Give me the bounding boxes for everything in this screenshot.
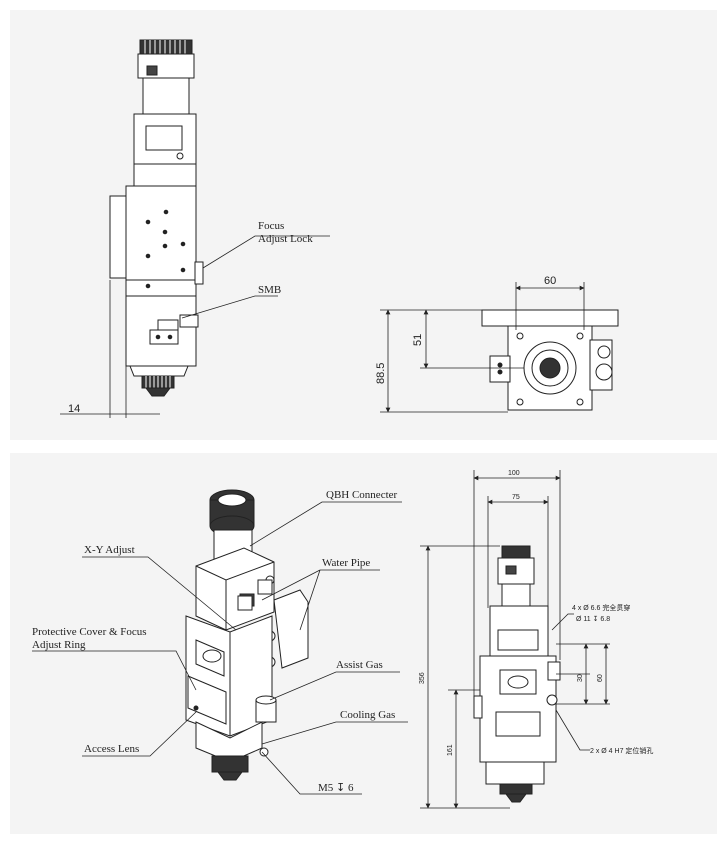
note-pins: 2 x Ø 4 H7 定位销孔: [590, 746, 653, 755]
smb-label: SMB: [258, 284, 281, 296]
dim-75: 75: [512, 494, 520, 501]
qbh-label: QBH Connecter: [326, 489, 398, 501]
access-label: Access Lens: [84, 743, 139, 755]
iso-leaders: [32, 501, 408, 795]
dim-60: 60: [597, 674, 604, 682]
top-view-head: [481, 309, 619, 411]
dim-30: 30: [577, 674, 584, 682]
m5-label: M5 ↧ 6: [318, 782, 354, 794]
assist-label: Assist Gas: [336, 659, 383, 671]
dim-88-5: 88.5: [375, 363, 387, 384]
dim-14-label: 14: [68, 403, 80, 415]
dim-51: 51: [412, 334, 424, 346]
front-view-dims: [420, 470, 610, 809]
dim-100: 100: [508, 470, 520, 477]
xy-label: X-Y Adjust: [84, 544, 135, 556]
focus-label-1: Focus: [258, 220, 284, 232]
top-right-dims: [380, 282, 585, 413]
note-holes-1: 4 x Ø 6.6 完全贯穿: [572, 603, 630, 612]
protective-label-1: Protective Cover & Focus: [32, 626, 147, 638]
iso-view-head: [185, 489, 309, 781]
dim-161: 161: [447, 744, 454, 756]
bottom-drawing-panel: [10, 453, 717, 834]
cooling-label: Cooling Gas: [340, 709, 395, 721]
protective-label-2: Adjust Ring: [32, 639, 86, 651]
focus-label-2: Adjust Lock: [258, 233, 313, 245]
side-view-head: [109, 39, 204, 397]
top-leaders: [181, 235, 330, 319]
note-holes-2: Ø 11 ↧ 6.8: [576, 615, 610, 623]
dim-356: 356: [419, 672, 426, 684]
dim-60-top: 60: [544, 275, 556, 287]
water-label: Water Pipe: [322, 557, 370, 569]
front-view-head: [473, 545, 561, 803]
dim-14: [60, 280, 160, 418]
